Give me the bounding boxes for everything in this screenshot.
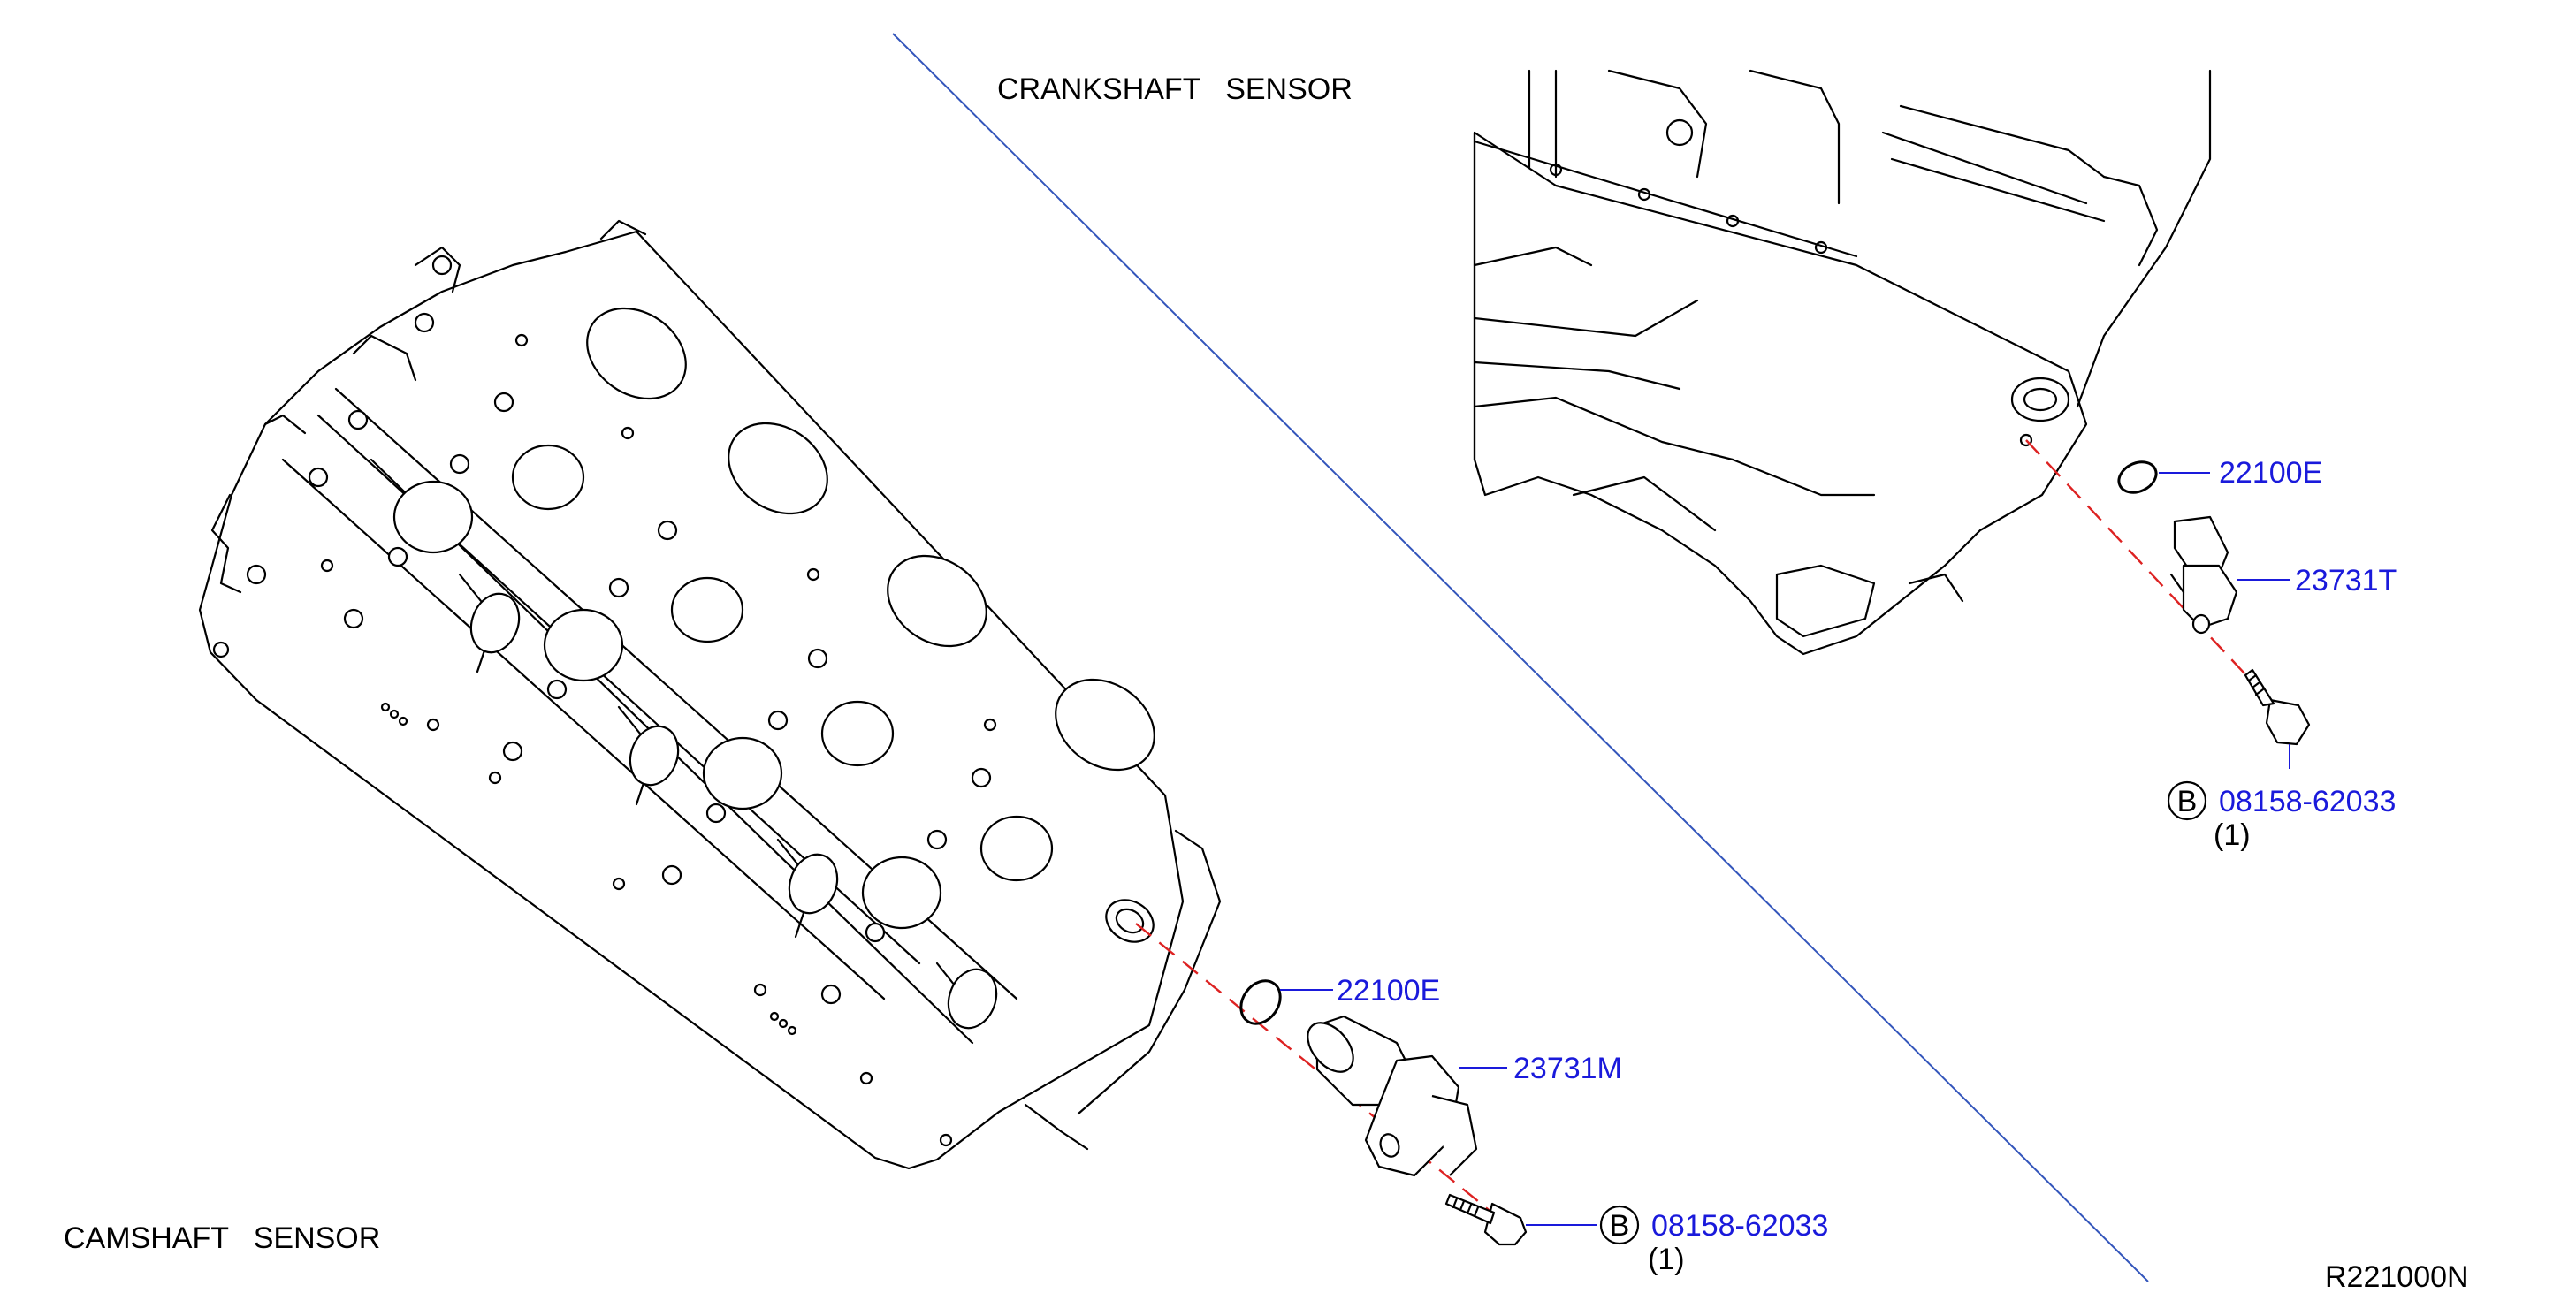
crank-bolt-part bbox=[2244, 668, 2311, 746]
valve-train bbox=[334, 387, 1054, 1045]
cam-bolt-part bbox=[1444, 1193, 1528, 1246]
cam-sensor-boss bbox=[1024, 829, 1222, 1151]
cam-oring-part-number[interactable]: 22100E bbox=[1337, 974, 1440, 1008]
crank-bolt-symbol-circle bbox=[2167, 780, 2207, 821]
crank-bolt-quantity: (1) bbox=[2214, 818, 2251, 852]
cylinder-head-illustration bbox=[198, 219, 1222, 1170]
cam-bolt-symbol-circle bbox=[1599, 1205, 1640, 1245]
head-end-brackets bbox=[210, 219, 647, 658]
crank-bolt-symbol: B bbox=[2177, 785, 2198, 818]
crank-sensor-part bbox=[2169, 515, 2238, 635]
cam-bolt-symbol: B bbox=[1610, 1209, 1630, 1243]
port-openings bbox=[586, 307, 1155, 772]
crankshaft-sensor-heading: CRANKSHAFT SENSOR bbox=[997, 72, 1353, 106]
crank-oring bbox=[2117, 460, 2158, 494]
crank-oring-part-number[interactable]: 22100E bbox=[2219, 456, 2322, 490]
divider-line bbox=[892, 33, 2149, 1282]
cam-sensor-part bbox=[1307, 1015, 1478, 1177]
cam-sensor-part-number[interactable]: 23731M bbox=[1513, 1052, 1622, 1085]
camshaft-sensor-heading: CAMSHAFT SENSOR bbox=[64, 1221, 380, 1255]
figure-reference: R221000N bbox=[2325, 1260, 2469, 1294]
crank-center-line bbox=[2025, 439, 2298, 730]
cam-oring bbox=[1239, 979, 1282, 1025]
cap-bolts bbox=[246, 312, 992, 1005]
cam-bolt-part-number[interactable]: 08158-62033 bbox=[1651, 1209, 1828, 1243]
crank-sensor-part-number[interactable]: 23731T bbox=[2295, 564, 2397, 597]
cam-bolt-quantity: (1) bbox=[1648, 1243, 1685, 1276]
crank-bolt-part-number[interactable]: 08158-62033 bbox=[2219, 785, 2396, 818]
flange-bolt-holes bbox=[320, 333, 997, 1147]
engine-block-illustration bbox=[1473, 69, 2212, 656]
